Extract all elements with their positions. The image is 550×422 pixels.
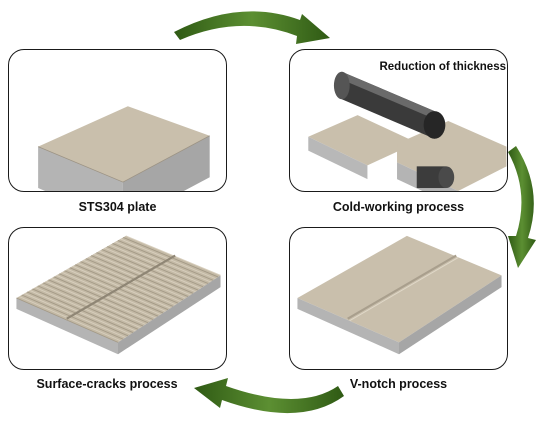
panel-surface-cracks	[8, 227, 227, 370]
v-notch-groove	[66, 254, 176, 320]
label-cold-working-process: Cold-working process	[332, 200, 465, 214]
crack-ridge	[26, 291, 129, 337]
arrow-plate-to-cold-working	[174, 11, 330, 44]
panel-sts304-plate	[8, 49, 227, 192]
lower-roller	[416, 166, 455, 189]
upper-roller	[333, 71, 446, 139]
v-notch-groove	[347, 254, 457, 320]
plate-top-face	[38, 106, 210, 183]
v-notch-illustration	[297, 235, 502, 355]
annotation-reduction-of-thickness: Reduction of thickness	[379, 61, 506, 73]
cold-working-illustration	[308, 71, 507, 191]
surface-cracks-illustration	[16, 235, 221, 355]
panel-cold-working: Reduction of thickness	[289, 49, 508, 192]
crack-ridge	[29, 290, 131, 335]
crack-ridge	[32, 288, 134, 333]
label-surface-cracks-process: Surface-cracks process	[36, 377, 178, 391]
label-sts304-plate: STS304 plate	[78, 200, 157, 214]
crack-ridge	[21, 294, 124, 340]
arrow-cold-working-to-v-notch	[508, 146, 536, 268]
crack-ridge	[24, 293, 126, 338]
plate-illustration	[37, 106, 210, 191]
crack-ridge	[16, 297, 119, 343]
plate-front-face	[38, 146, 123, 191]
plate-side-face	[122, 135, 210, 191]
panel-v-notch	[289, 227, 508, 370]
label-v-notch-process: V-notch process	[349, 377, 448, 391]
crack-ridge	[18, 296, 121, 342]
crack-ridge	[34, 286, 136, 332]
